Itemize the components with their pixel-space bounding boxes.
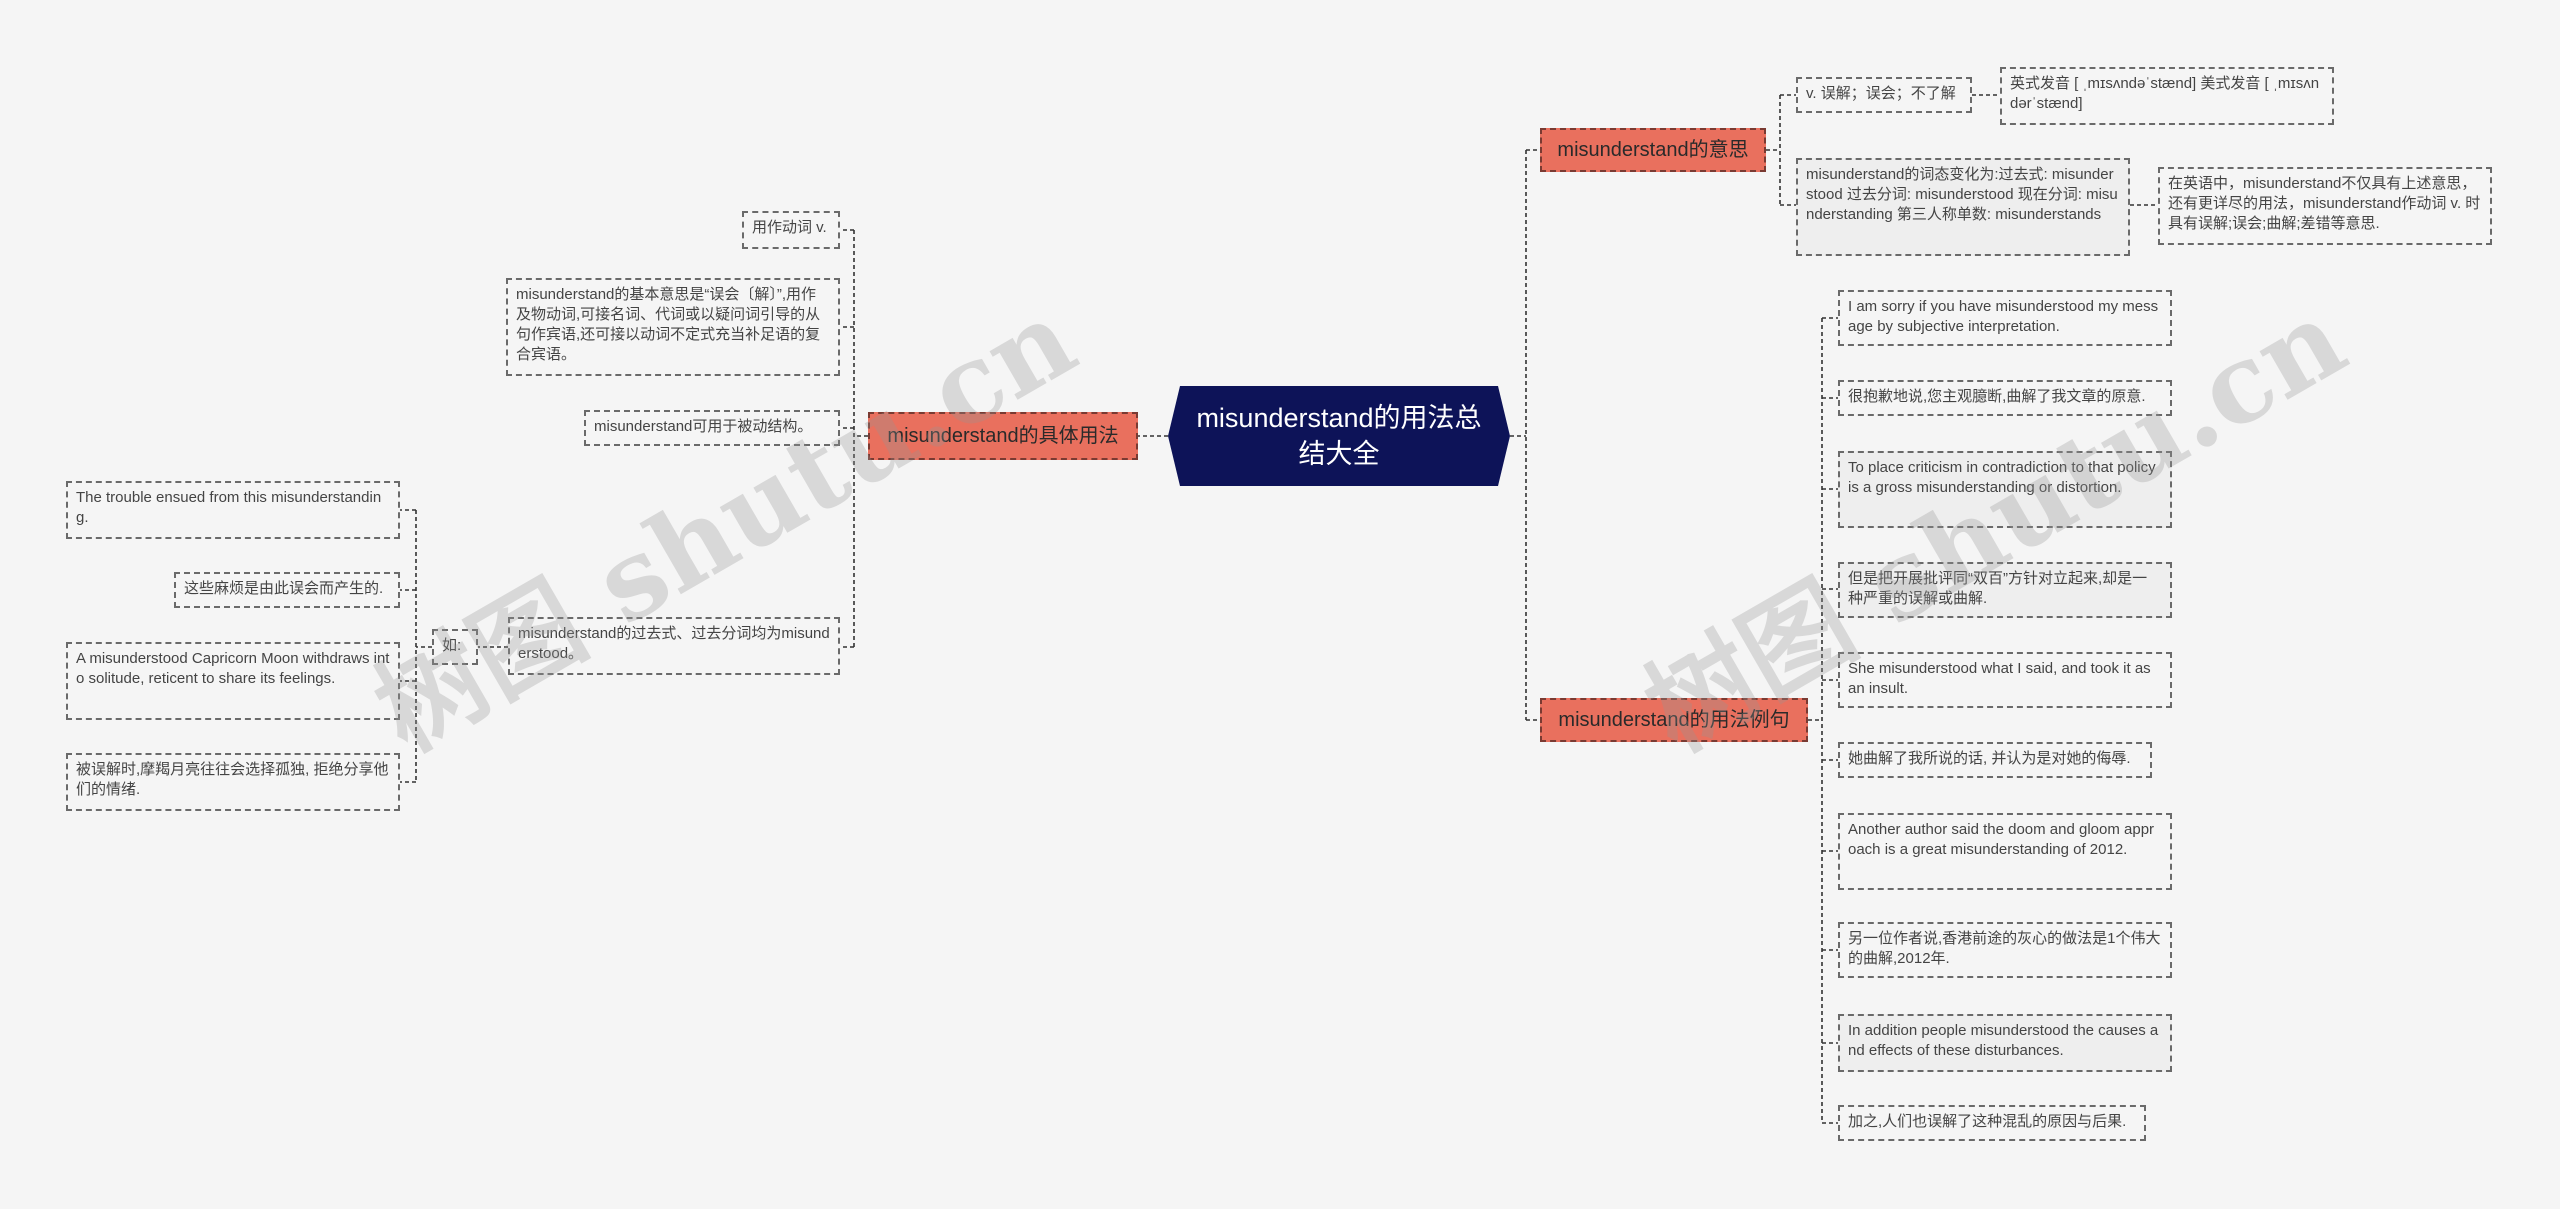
root-topic[interactable]: misunderstand的用法总结大全: [1168, 386, 1510, 486]
example-item[interactable]: In addition people misunderstood the cau…: [1838, 1014, 2172, 1072]
root-title: misunderstand的用法总结大全: [1196, 403, 1482, 469]
link-examples-trunk: [1808, 318, 1823, 1123]
example-item[interactable]: 加之,人们也误解了这种混乱的原因与后果.: [1838, 1105, 2146, 1141]
example-item[interactable]: 但是把开展批评同“双百”方针对立起来,却是一种严重的误解或曲解.: [1838, 562, 2172, 618]
branch-usage[interactable]: misunderstand的具体用法: [868, 412, 1138, 460]
example-item[interactable]: 另一位作者说,香港前途的灰心的做法是1个伟大的曲解,2012年.: [1838, 922, 2172, 978]
usage-example[interactable]: 被误解时,摩羯月亮往往会选择孤独, 拒绝分享他们的情绪.: [66, 753, 400, 811]
example-item[interactable]: I am sorry if you have misunderstood my …: [1838, 290, 2172, 346]
branch-meaning-label: misunderstand的意思: [1557, 139, 1749, 161]
usage-past[interactable]: misunderstand的过去式、过去分词均为misunderstood。: [508, 617, 840, 675]
link-usage-trunk: [853, 230, 868, 647]
meaning-extra[interactable]: 在英语中，misunderstand不仅具有上述意思，还有更详尽的用法，misu…: [2158, 167, 2492, 245]
example-item[interactable]: 很抱歉地说,您主观臆断,曲解了我文章的原意.: [1838, 380, 2172, 416]
usage-example[interactable]: 这些麻烦是由此误会而产生的.: [174, 572, 400, 608]
usage-basic[interactable]: misunderstand的基本意思是“误会〔解〕”,用作及物动词,可接名词、代…: [506, 278, 840, 376]
example-item[interactable]: 她曲解了我所说的话, 并认为是对她的侮辱.: [1838, 742, 2152, 778]
usage-verb[interactable]: 用作动词 v.: [742, 211, 840, 249]
branch-meaning[interactable]: misunderstand的意思: [1540, 128, 1766, 172]
usage-passive[interactable]: misunderstand可用于被动结构。: [584, 410, 840, 446]
link-ru-trunk: [415, 510, 432, 782]
example-item[interactable]: To place criticism in contradiction to t…: [1838, 451, 2172, 528]
example-item[interactable]: She misunderstood what I said, and took …: [1838, 652, 2172, 708]
meaning-pronunciation[interactable]: 英式发音 [ ˌmɪsʌndəˈstænd] 美式发音 [ ˌmɪsʌndərˈ…: [2000, 67, 2334, 125]
usage-example[interactable]: The trouble ensued from this misundersta…: [66, 481, 400, 539]
usage-example[interactable]: A misunderstood Capricorn Moon withdraws…: [66, 642, 400, 720]
branch-usage-label: misunderstand的具体用法: [887, 425, 1119, 447]
branch-examples[interactable]: misunderstand的用法例句: [1540, 698, 1808, 742]
meaning-definition[interactable]: v. 误解；误会；不了解: [1796, 77, 1972, 113]
link-meaning-trunk: [1766, 95, 1781, 205]
example-item[interactable]: Another author said the doom and gloom a…: [1838, 813, 2172, 890]
branch-examples-label: misunderstand的用法例句: [1558, 709, 1790, 731]
meaning-forms[interactable]: misunderstand的词态变化为:过去式: misunderstood 过…: [1796, 158, 2130, 256]
usage-ru[interactable]: 如:: [432, 629, 478, 665]
